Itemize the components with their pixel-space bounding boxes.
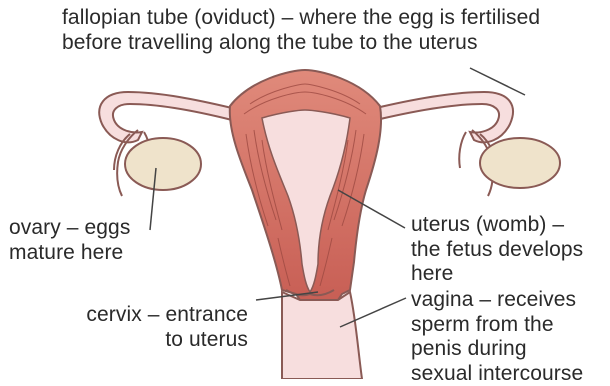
fallopian-tube-label: fallopian tube (oviduct) – where the egg…	[62, 6, 540, 55]
cervix-line-2: to uterus	[48, 328, 248, 353]
left-fallopian-tube	[99, 92, 232, 142]
cervix-label: cervix – entrance to uterus	[48, 303, 248, 352]
ovary-line-1: ovary – eggs	[9, 216, 130, 241]
uterus-label: uterus (womb) – the fetus develops here	[411, 213, 583, 287]
right-fallopian-tube	[376, 92, 513, 142]
vagina-line-2: sperm from the	[411, 313, 583, 338]
vagina-line-4: sexual intercourse	[411, 362, 583, 386]
uterus-line-3: here	[411, 262, 583, 287]
ovary-line-2: mature here	[9, 241, 130, 266]
vagina-label: vagina – receives sperm from the penis d…	[411, 288, 583, 386]
vagina-line-3: penis during	[411, 337, 583, 362]
left-ovary	[125, 138, 201, 190]
uterus-line-1: uterus (womb) –	[411, 213, 583, 238]
ovary-label: ovary – eggs mature here	[9, 216, 130, 265]
right-ovary	[480, 138, 560, 188]
uterus-line-2: the fetus develops	[411, 238, 583, 263]
fallopian-line-1: fallopian tube (oviduct) – where the egg…	[62, 6, 540, 31]
fallopian-leader	[470, 68, 525, 95]
vagina-line-1: vagina – receives	[411, 288, 583, 313]
cervix-line-1: cervix – entrance	[48, 303, 248, 328]
fallopian-line-2: before travelling along the tube to the …	[62, 31, 540, 56]
vagina	[282, 292, 362, 379]
